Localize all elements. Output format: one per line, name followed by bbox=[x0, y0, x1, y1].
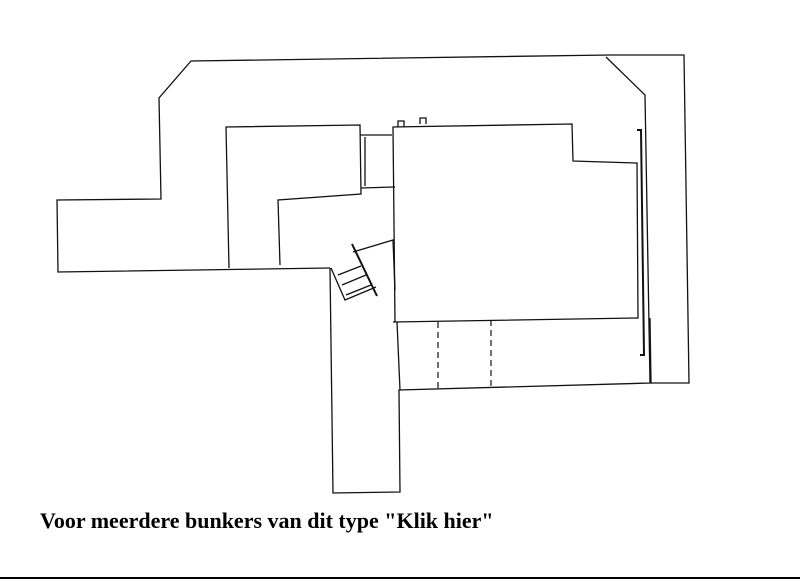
main-hall-wall bbox=[392, 123, 639, 323]
entrance-door-leaf bbox=[351, 243, 378, 297]
lower-wing-inner-wall bbox=[396, 321, 401, 391]
entrance-passage-wall bbox=[330, 267, 377, 301]
more-bunkers-link[interactable]: Voor meerdere bunkers van dit type "Klik… bbox=[40, 508, 494, 533]
main-hall-top-stud-2 bbox=[419, 117, 427, 124]
left-l-room-wall bbox=[225, 124, 362, 269]
entrance-step-2 bbox=[341, 274, 367, 286]
main-hall-right-inner-wall bbox=[637, 129, 646, 356]
connector-lower-wall bbox=[360, 186, 396, 189]
outer-hull-wall bbox=[56, 54, 690, 384]
top-right-chamfer-wall bbox=[605, 56, 651, 384]
bottom-border-rule bbox=[0, 577, 800, 579]
lower-wing-wall bbox=[329, 267, 652, 494]
entrance-step-1 bbox=[337, 265, 362, 276]
entrance-wedge-wall bbox=[352, 239, 396, 291]
main-hall-top-stud bbox=[397, 120, 405, 127]
entrance-step-3 bbox=[345, 284, 372, 296]
